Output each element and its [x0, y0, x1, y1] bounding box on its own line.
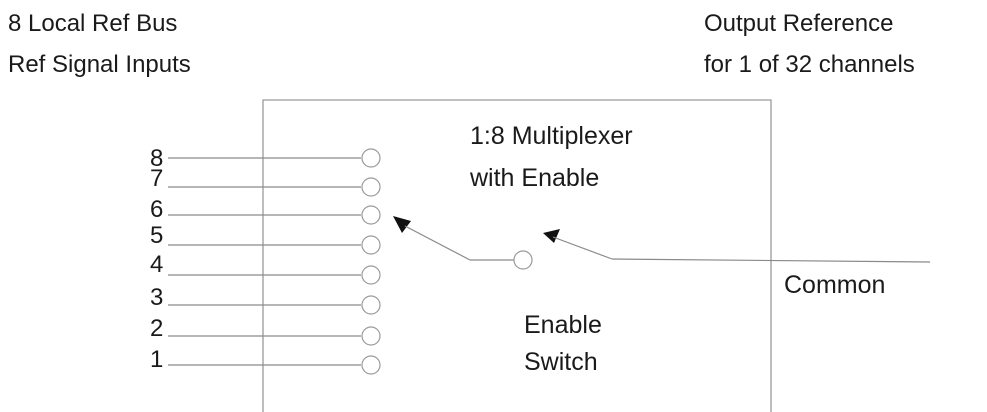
output-title-line-2: for 1 of 32 channels [704, 51, 915, 78]
input-terminal-1 [361, 355, 381, 375]
input-number-7: 7 [150, 165, 163, 192]
input-terminal-2 [361, 326, 381, 346]
enable-switch-arrow-icon [543, 229, 560, 243]
input-number-5: 5 [150, 222, 163, 249]
input-6: 6 [150, 196, 381, 225]
input-4: 4 [150, 251, 381, 285]
input-terminal-3 [361, 295, 381, 315]
selector-arrow-icon [393, 216, 411, 233]
input-number-8: 8 [150, 145, 163, 172]
input-number-1: 1 [150, 346, 163, 373]
input-terminal-5 [361, 235, 381, 255]
mux-label-line-1: 1:8 Multiplexer [470, 122, 633, 150]
input-5: 5 [150, 222, 381, 255]
selector-arm [404, 225, 471, 261]
input-terminal-4 [361, 265, 381, 285]
input-terminal-8 [361, 148, 381, 168]
input-3: 3 [150, 284, 381, 315]
enable-switch-label-line-2: Switch [524, 348, 598, 376]
multiplexer-box [262, 99, 772, 412]
input-8: 8 [150, 145, 381, 172]
input-number-2: 2 [150, 315, 163, 342]
input-2: 2 [150, 315, 381, 346]
input-number-6: 6 [150, 196, 163, 223]
common-label: Common [784, 271, 885, 299]
common-output-line [611, 258, 931, 263]
output-title-line-1: Output Reference [704, 10, 893, 37]
input-terminal-7 [361, 177, 381, 197]
enable-switch-terminal [513, 250, 533, 270]
input-number-3: 3 [150, 284, 163, 311]
enable-switch-arm [552, 236, 613, 260]
enable-switch-label-line-1: Enable [524, 311, 602, 339]
mux-label-line-2: with Enable [469, 164, 599, 192]
input-terminal-6 [361, 205, 381, 225]
input-7: 7 [150, 165, 381, 197]
input-1: 1 [150, 346, 381, 375]
inputs-title-line-1: 8 Local Ref Bus [8, 10, 177, 37]
input-number-4: 4 [150, 251, 163, 278]
inputs-title-line-2: Ref Signal Inputs [8, 51, 191, 78]
